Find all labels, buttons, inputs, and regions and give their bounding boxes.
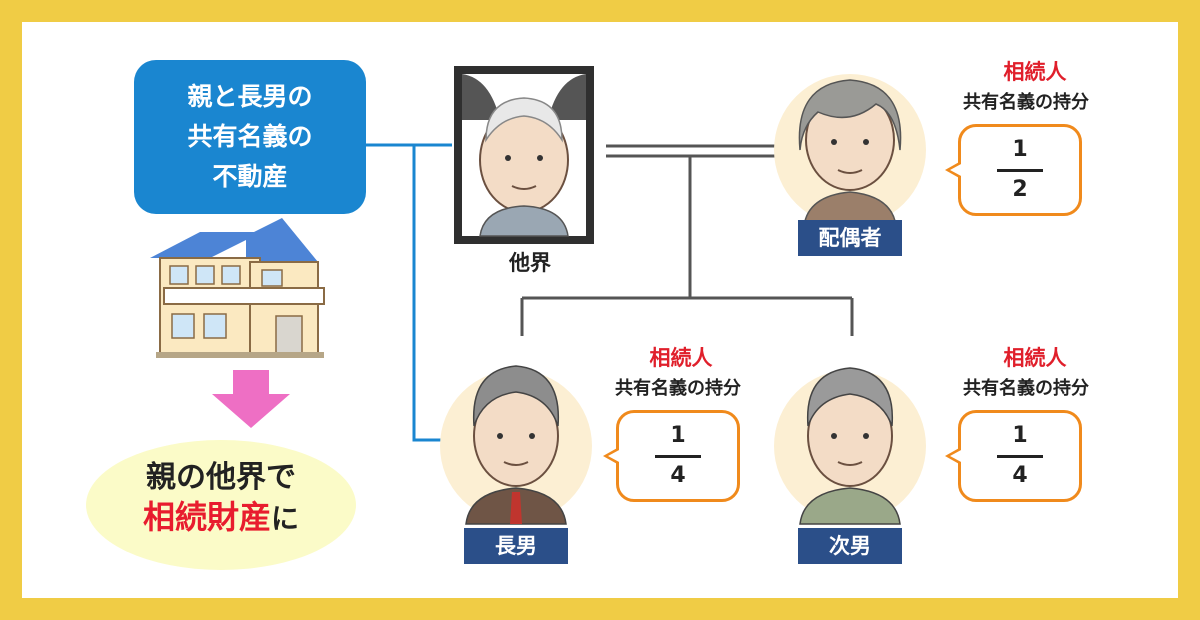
eldest-son-portrait <box>440 365 592 525</box>
inheritance-asset-text: 相続財産 <box>142 498 271 536</box>
second-son-heir-title: 相続人 <box>1003 346 1067 370</box>
fraction-bar <box>655 455 701 458</box>
second-son-share-denominator: 4 <box>1012 463 1028 488</box>
property-line-3: 不動産 <box>212 162 288 191</box>
spouse-tag: 配偶者 <box>798 220 902 256</box>
spouse-portrait <box>774 74 926 227</box>
co-owned-property-box: 親と長男の 共有名義の 不動産 <box>134 60 366 214</box>
second-son-share-numerator: 1 <box>1012 423 1028 448</box>
eldest-son-share-denominator: 4 <box>670 463 686 488</box>
spouse-share-numerator: 1 <box>1012 137 1028 162</box>
spouse-share-denominator: 2 <box>1012 177 1028 202</box>
spouse-heir-title: 相続人 <box>1003 60 1067 84</box>
eldest-son-tag: 長男 <box>464 528 568 564</box>
property-line-1: 親と長男の <box>187 82 313 111</box>
deceased-portrait <box>454 66 594 244</box>
result-text-line2: 相続財産に <box>0 492 442 538</box>
second-son-share-bubble: 1 4 <box>945 410 1082 502</box>
spouse-share-bubble: 1 2 <box>945 124 1082 216</box>
deceased-label: 他界 <box>509 251 551 275</box>
fraction-bar <box>997 455 1043 458</box>
house-icon <box>150 218 325 358</box>
eldest-son-share-bubble: 1 4 <box>603 410 740 502</box>
ownership-line-to-son <box>412 145 454 442</box>
eldest-son-share-caption: 共有名義の持分 <box>615 378 741 399</box>
result-ellipse <box>86 440 356 570</box>
second-son-tag: 次男 <box>798 528 902 564</box>
result-particle: に <box>271 502 300 535</box>
eldest-son-share-numerator: 1 <box>670 423 686 448</box>
eldest-son-heir-title: 相続人 <box>649 346 713 370</box>
down-arrow-icon <box>212 370 290 428</box>
fraction-bar <box>997 169 1043 172</box>
result-text-line1: 親の他界で <box>146 460 296 495</box>
second-son-share-caption: 共有名義の持分 <box>963 378 1089 399</box>
second-son-portrait <box>774 367 926 525</box>
spouse-share-caption: 共有名義の持分 <box>963 92 1089 113</box>
property-line-2: 共有名義の <box>187 122 313 151</box>
